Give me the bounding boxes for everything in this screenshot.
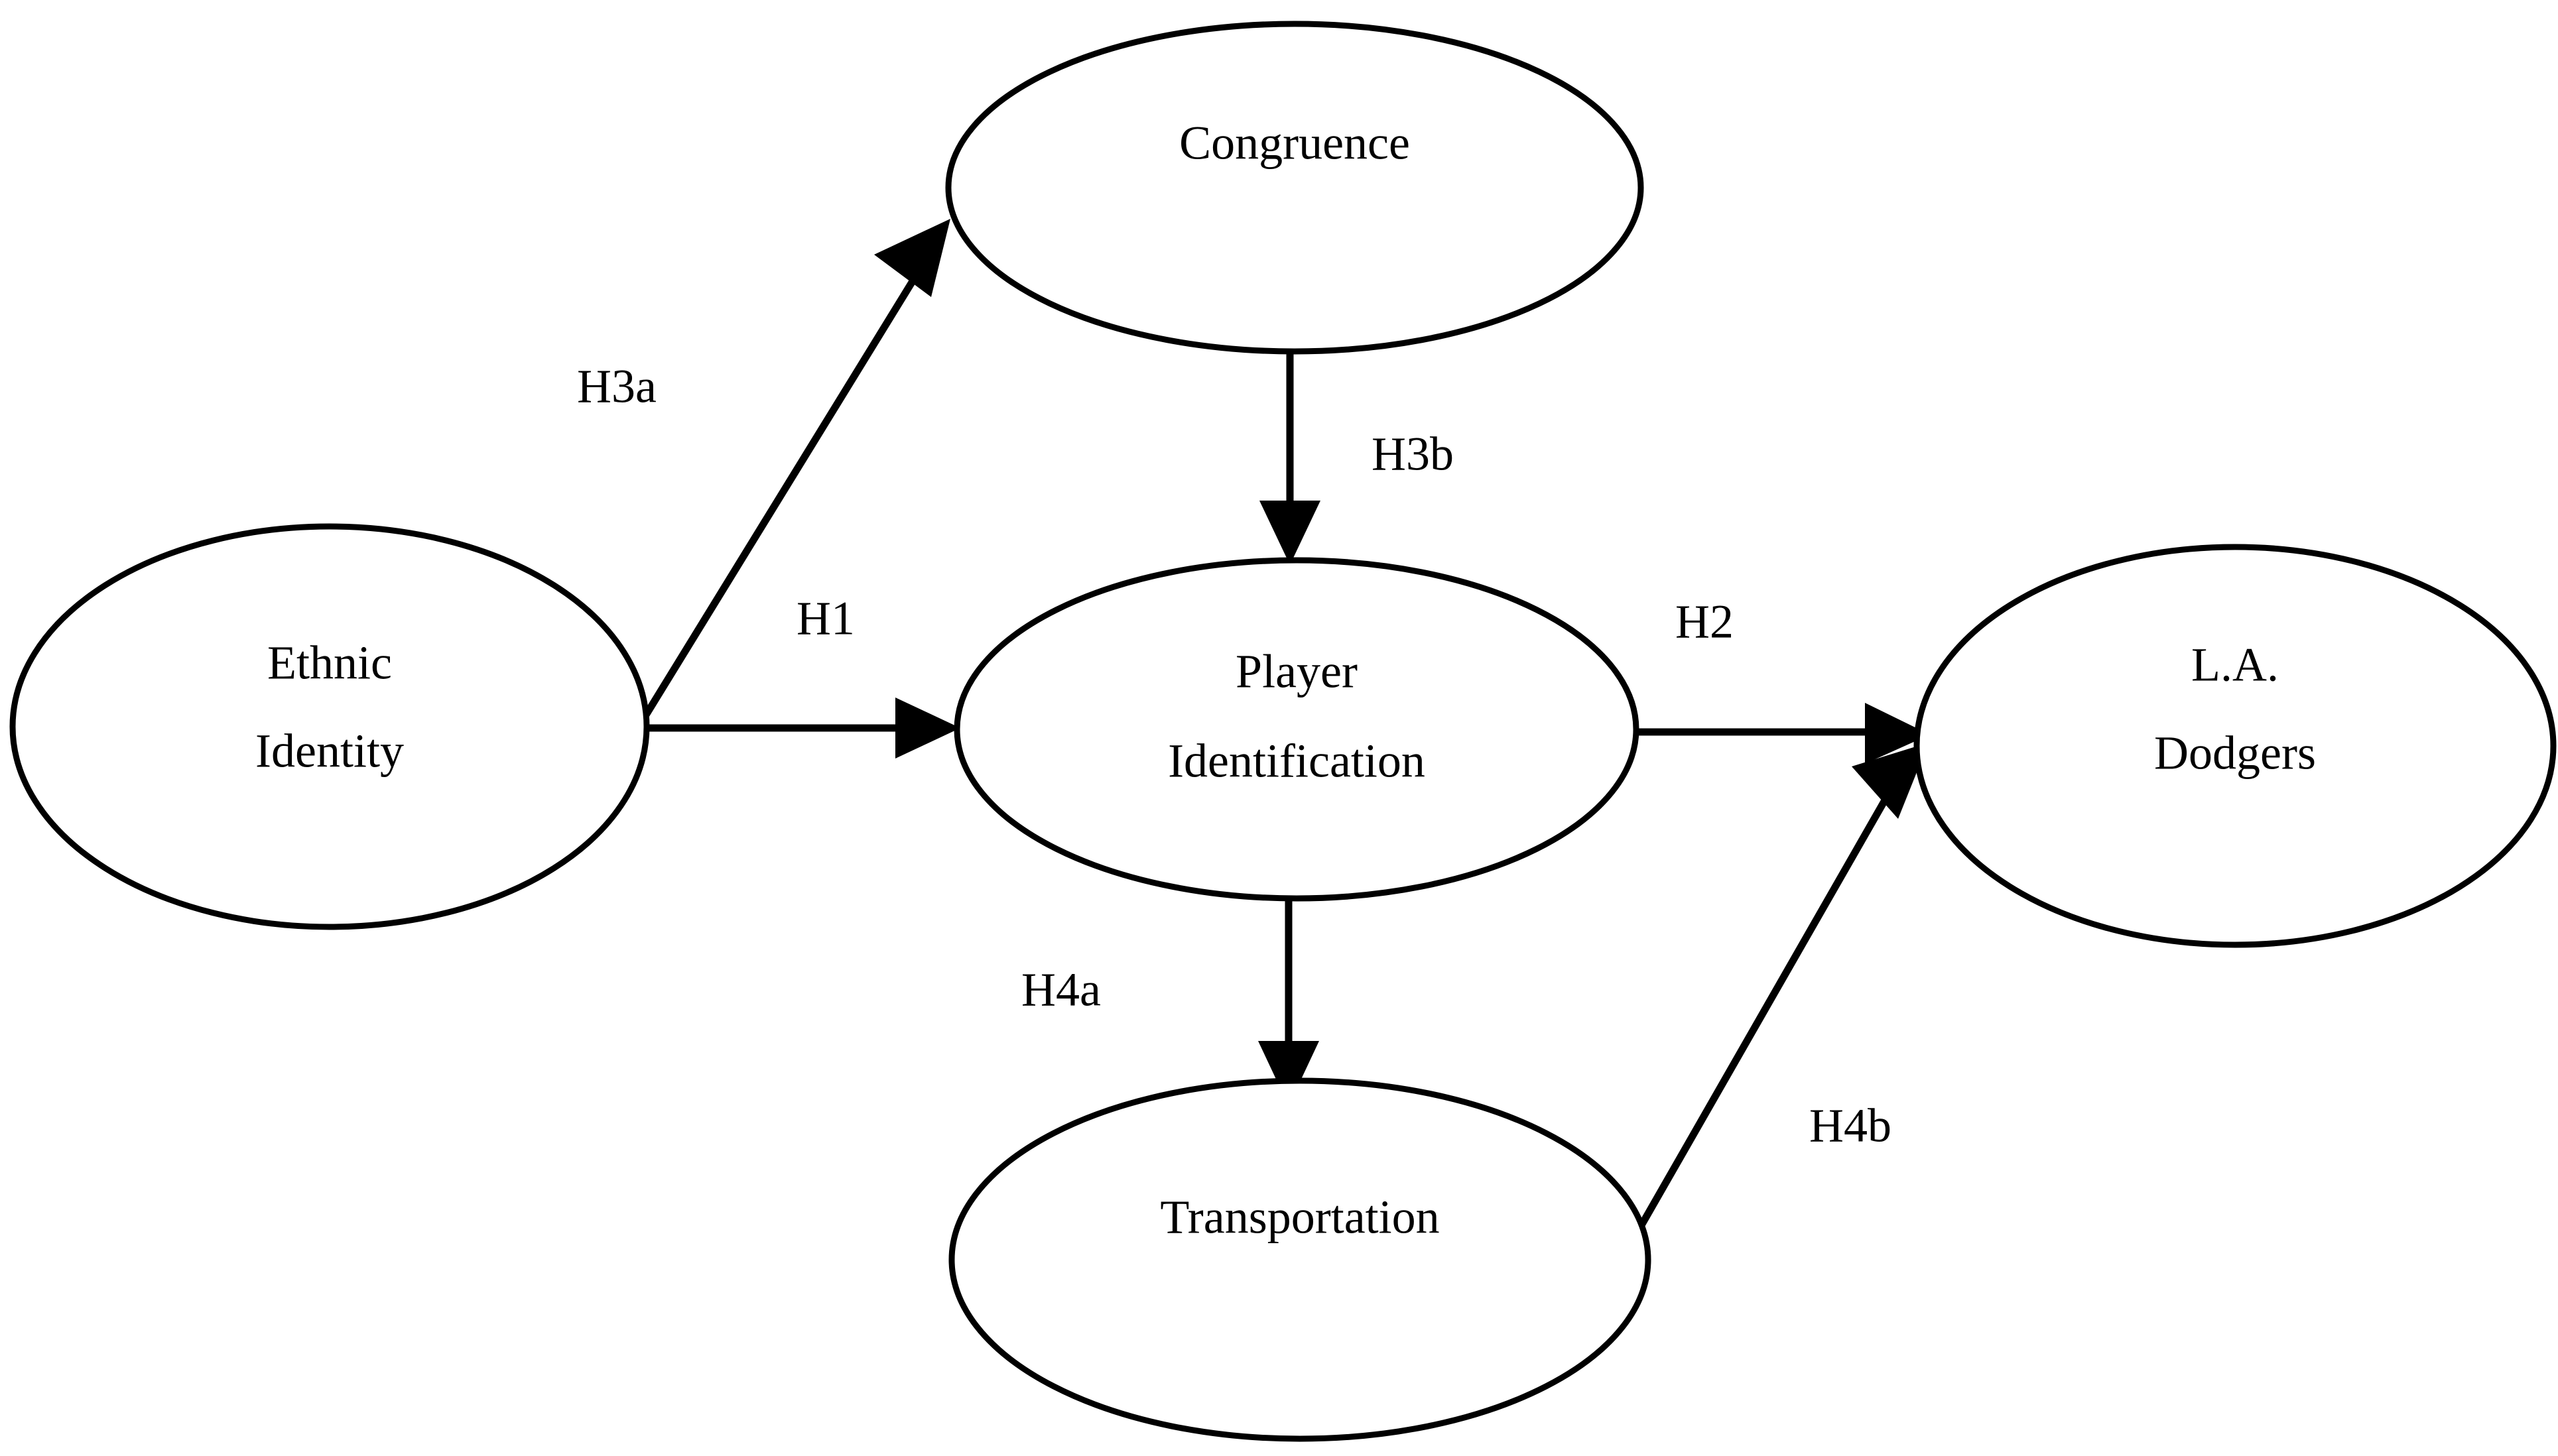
edge-label-h3a: H3a: [577, 360, 657, 413]
edge-h3b: [1259, 350, 1320, 565]
edge-h3a-line: [637, 245, 937, 727]
node-player-identification[interactable]: Player Identification: [954, 557, 1639, 902]
edge-h3a: [637, 219, 950, 727]
node-ethnic-identity-label-line1: Ethnic: [267, 637, 392, 690]
edge-h4b: [1607, 743, 1929, 1282]
edge-h2-arrowhead: [1865, 703, 1930, 764]
edge-label-h3b: H3b: [1372, 428, 1454, 481]
node-ethnic-identity[interactable]: Ethnic Identity: [9, 523, 650, 930]
edge-label-h4b: H4b: [1809, 1099, 1891, 1152]
node-transportation[interactable]: Transportation: [948, 1077, 1651, 1442]
node-player-identification-shape[interactable]: [954, 557, 1639, 902]
node-transportation-shape[interactable]: [948, 1077, 1651, 1442]
node-la-dodgers-label-line1: L.A.: [2191, 638, 2279, 692]
node-ethnic-identity-label-line2: Identity: [255, 725, 404, 778]
node-congruence-label-line1: Congruence: [1179, 117, 1410, 170]
node-congruence[interactable]: Congruence: [945, 21, 1644, 355]
node-la-dodgers-shape[interactable]: [1913, 544, 2557, 948]
node-la-dodgers[interactable]: L.A. Dodgers: [1913, 544, 2557, 948]
edge-h4b-arrowhead: [1852, 743, 1929, 819]
node-player-identification-label-line1: Player: [1236, 645, 1358, 698]
edge-h4a: [1258, 896, 1319, 1106]
node-la-dodgers-label-line2: Dodgers: [2154, 727, 2316, 780]
edge-label-h4a: H4a: [1021, 963, 1101, 1016]
node-player-identification-label-line2: Identification: [1168, 735, 1425, 788]
edge-label-h1: H1: [797, 592, 855, 645]
edge-h1-arrowhead: [895, 698, 960, 758]
edge-label-h2: H2: [1675, 595, 1734, 648]
edge-h2: [1633, 703, 1930, 764]
node-congruence-shape[interactable]: [945, 21, 1644, 355]
node-ethnic-identity-shape[interactable]: [9, 523, 650, 930]
edge-h3b-arrowhead: [1259, 501, 1320, 565]
edge-h4a-arrowhead: [1258, 1041, 1319, 1106]
node-transportation-label-line1: Transportation: [1160, 1191, 1439, 1244]
edge-h4b-line: [1607, 775, 1901, 1282]
edge-h3a-arrowhead: [874, 219, 950, 297]
edge-h1: [643, 698, 960, 758]
